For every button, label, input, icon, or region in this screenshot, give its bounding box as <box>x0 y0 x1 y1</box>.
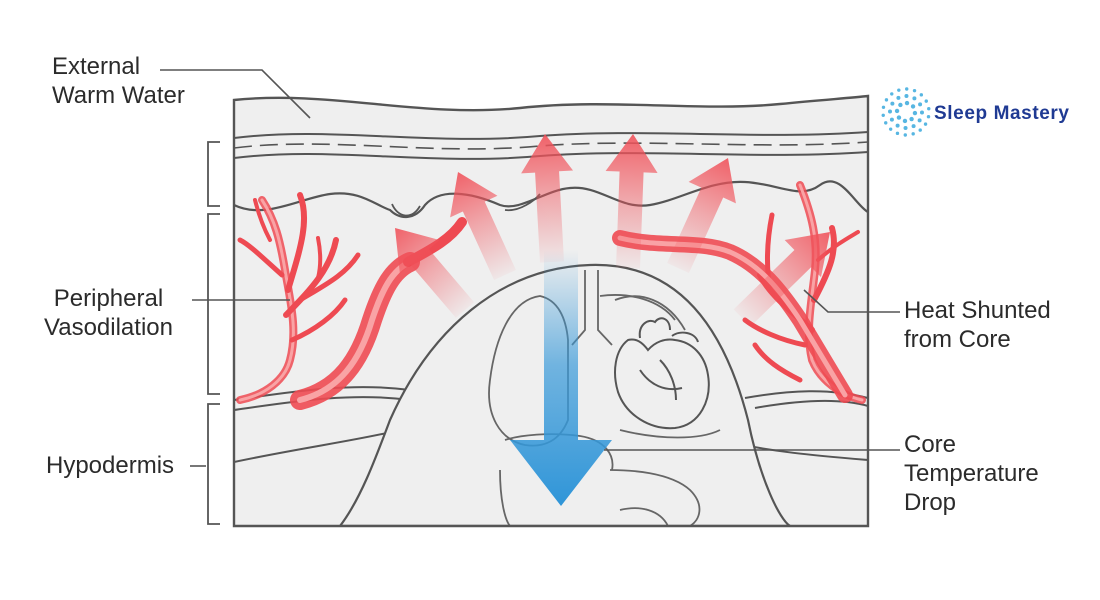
brand-name: Sleep Mastery <box>934 103 1070 124</box>
bracket-hypodermis <box>207 403 220 525</box>
bracket-dermis <box>207 213 220 395</box>
label-line: from Core <box>904 326 1011 353</box>
leader-lines <box>160 69 900 467</box>
brand-icon-dot <box>904 94 909 99</box>
brand-icon-spacer <box>880 91 926 137</box>
left-blood-vessels <box>236 192 467 410</box>
brand-icon-dot <box>884 98 889 102</box>
leader-external-warm-water <box>160 69 311 119</box>
brand-icon-dot <box>896 115 902 120</box>
label-line: Warm Water <box>52 82 185 109</box>
brand-icon-dot <box>904 100 910 106</box>
brand-icon-dot <box>884 121 888 125</box>
brand-icon-dot <box>881 105 886 110</box>
brand-icon-dot <box>903 125 908 130</box>
heat-arrow <box>605 134 658 269</box>
brand-icon-dot <box>890 101 895 106</box>
abdominal-organs <box>499 429 721 526</box>
core-cooling-arrow <box>510 250 612 506</box>
label-external-warm-water: External Warm Water <box>52 52 185 110</box>
brand-icon-dot <box>898 102 903 108</box>
brand-icon-dot <box>894 108 900 114</box>
heat-arrow <box>667 158 736 273</box>
brand-icon-dot <box>912 96 917 101</box>
label-line: External <box>52 53 141 80</box>
label-line: Temperature <box>904 460 1039 487</box>
brand-icon-dot <box>912 110 918 116</box>
heat-arrow <box>733 232 830 327</box>
brand-icon-dot <box>881 113 885 117</box>
heart-icon <box>614 317 710 430</box>
brand-icon-dot <box>895 131 900 136</box>
label-line: Heat Shunted <box>904 297 1051 324</box>
brand-icon-dot <box>923 122 928 126</box>
heat-arrow <box>395 228 475 318</box>
leader-heat-shunted <box>803 289 900 313</box>
layer-brackets <box>207 141 220 525</box>
label-line: Vasodilation <box>44 314 173 341</box>
brand-icon-dot <box>902 118 908 124</box>
brand-icon-dot <box>895 123 900 128</box>
brand-icon-dot <box>890 92 894 96</box>
brand-icon-dot <box>919 93 924 97</box>
brand-icon-dot <box>896 95 901 100</box>
brand-icon-dot <box>905 87 909 91</box>
brand-icon-dot <box>918 128 922 132</box>
sunburst-dots-icon <box>881 87 931 137</box>
label-line: Drop <box>904 489 957 516</box>
dermis-fold <box>391 203 421 217</box>
brand-icon-dot <box>897 88 901 92</box>
label-core-temperature-drop: Core Temperature Drop <box>904 430 1039 517</box>
section-frame <box>232 94 870 528</box>
brand-icon-dot <box>919 110 924 115</box>
brand-icon-dot <box>927 107 931 111</box>
brand-icon-dot <box>910 104 916 109</box>
brand-icon-dot <box>909 116 914 122</box>
brand-icon-dot <box>911 132 915 136</box>
brand-icon-dot <box>903 133 907 137</box>
brand-icon-dot <box>926 114 931 119</box>
brand-icon-dot <box>889 117 894 122</box>
label-peripheral-vasodilation: Peripheral Vasodilation <box>44 284 173 342</box>
brand-icon-dot <box>917 118 922 123</box>
brand-icon-dot <box>924 99 928 103</box>
brand-logo: Sleep Mastery <box>880 86 1090 142</box>
label-hypodermis: Hypodermis <box>46 451 174 480</box>
label-line: Peripheral <box>53 285 164 312</box>
heat-shunt-arrows <box>395 134 830 327</box>
brand-icon-dot <box>911 124 916 129</box>
heat-arrow <box>450 172 516 280</box>
brand-icon-dot <box>888 109 893 114</box>
brand-icon-dot <box>888 127 893 131</box>
label-heat-shunted: Heat Shunted from Core <box>904 296 1051 354</box>
label-line: Core <box>904 431 957 458</box>
brand-icon-dot <box>912 88 917 93</box>
brand-icon-dot <box>918 102 923 107</box>
heat-arrow <box>521 134 574 263</box>
label-line: Hypodermis <box>46 452 175 479</box>
bracket-epidermis <box>207 141 220 207</box>
